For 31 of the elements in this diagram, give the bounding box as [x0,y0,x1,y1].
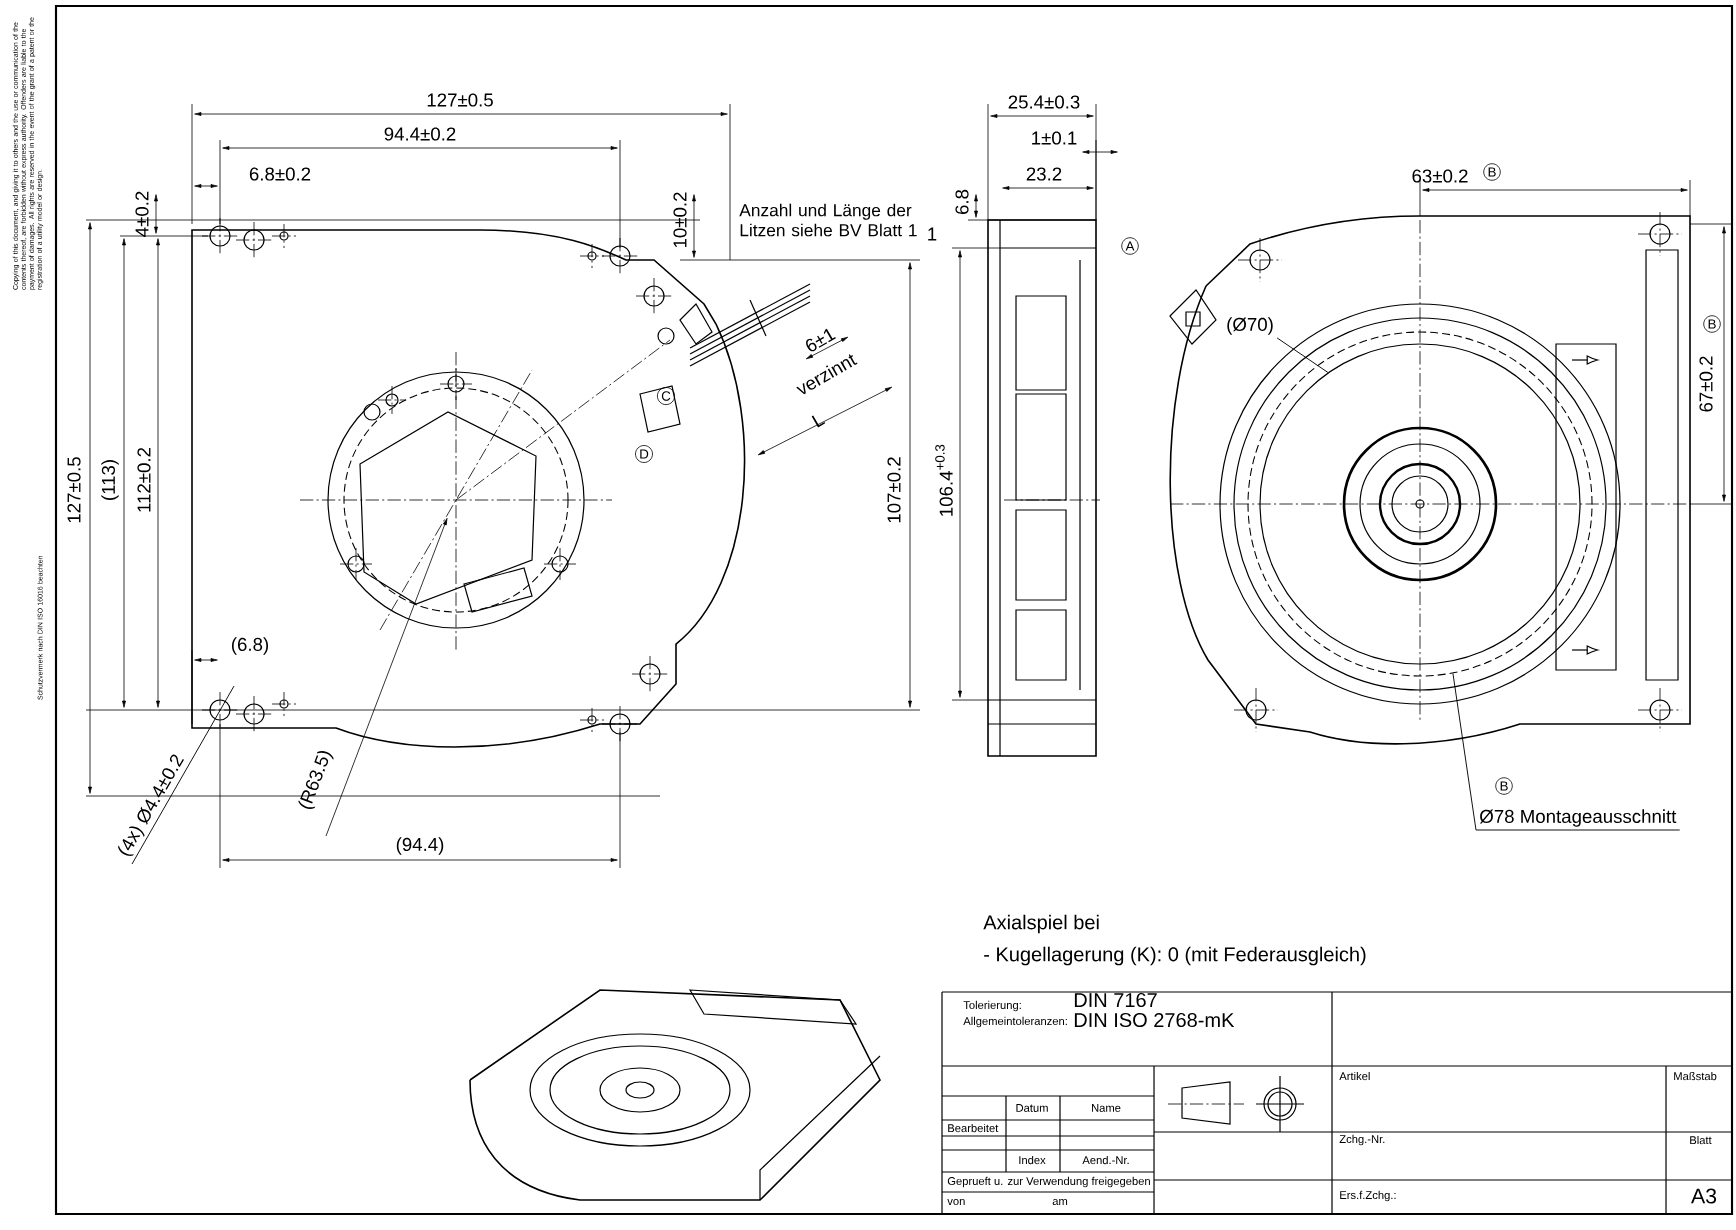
dimension-text: 23.2 [1026,167,1062,181]
dimension-text: 6.8±0.2 [249,167,311,181]
dimension-text: 4±0.2 [135,191,149,237]
dimension-text: 63±0.2 [1412,169,1468,183]
dimension-text: 106.4$^{+0.3}$ [935,444,953,516]
dimension-text: 127±0.5 [427,93,493,107]
dimension-text: 1±0.1 [1032,131,1077,145]
leader-text: (Ø70) [1227,317,1273,335]
dimension-text: 6.8 [955,189,969,214]
leader-line [1452,672,1477,831]
dimension-text: 10±0.2 [673,192,687,248]
note-text: Anzahl und Länge der Litzen siehe BV Blatt 1 [739,203,917,237]
sheet-size-text: A3 [1691,1188,1717,1204]
dimension-text: L [811,415,826,428]
note-text: DIN ISO 2768-mK [1074,1012,1235,1028]
note-text: DIN 7167 [1074,992,1157,1008]
leader-text: Ø78 Montageausschnitt [1479,809,1677,827]
dimension-text: 127±0.5 [67,457,81,523]
dimension-text: (113) [101,460,119,500]
dimension-text: 112±0.2 [137,447,151,512]
dimension-text: 67±0.2 [1699,356,1713,412]
dimension-text: (94.4) [396,837,444,855]
dimension-text: 107±0.2 [887,457,901,523]
dimension-text: 25.4±0.3 [1008,95,1080,109]
dimension-text: 6±1 [806,328,836,352]
leader-line [131,685,235,865]
dimension-text: (6.8) [232,637,269,655]
dimension-text: 94.4±0.2 [384,127,456,141]
note-text: - Kugellagerung (K): 0 (mit Federausgleich) [984,946,1366,966]
note-text: Axialspiel bei [983,914,1099,934]
dimension-text: 1 [928,227,937,241]
